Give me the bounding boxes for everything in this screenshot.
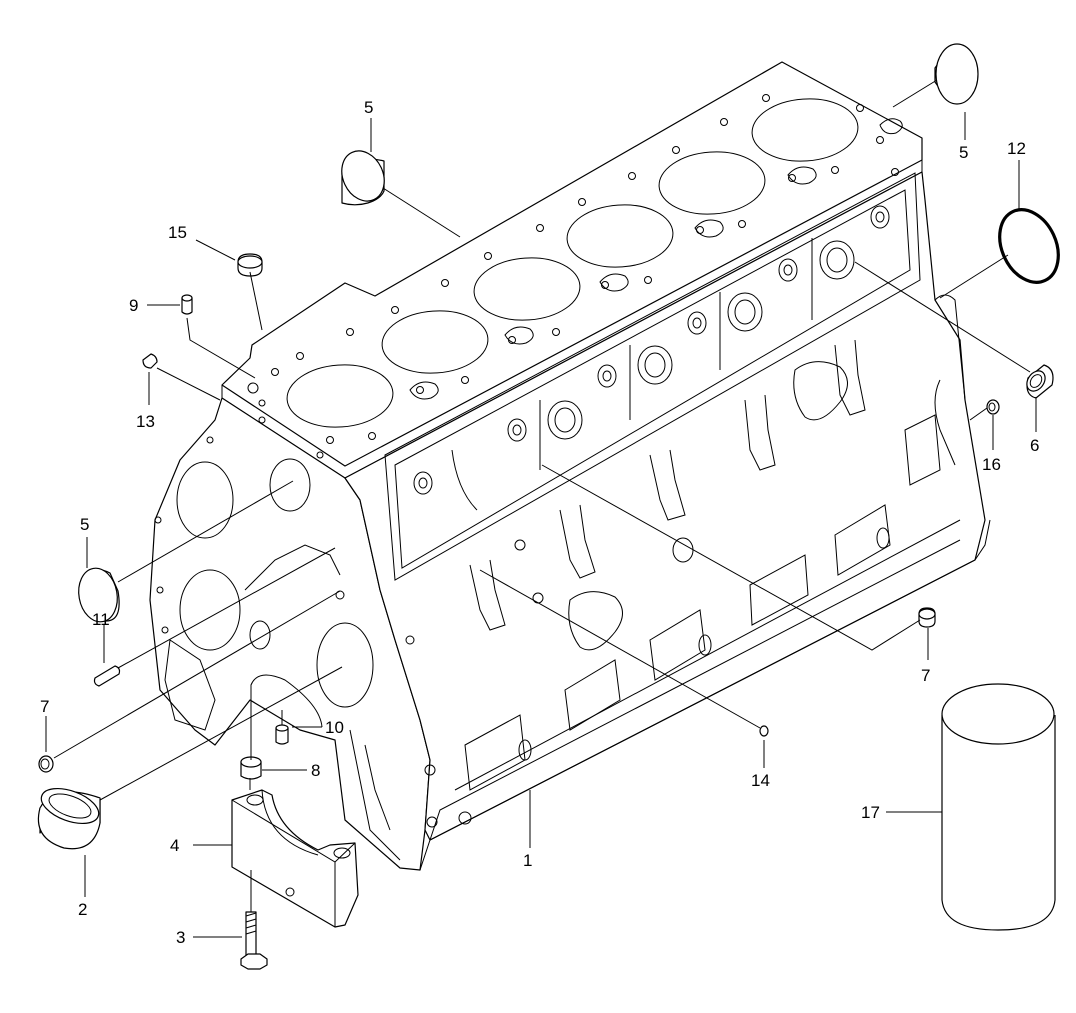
expansion-plug-5-top — [341, 150, 385, 206]
callout-4: 4 — [170, 836, 179, 855]
seal-6 — [1026, 364, 1054, 399]
leader-lines — [53, 79, 1031, 912]
callout-leaders — [45, 112, 1037, 938]
callout-1: 1 — [523, 851, 532, 870]
bearing-cap-4 — [231, 789, 359, 928]
sleeve-8 — [240, 756, 262, 780]
plug-14 — [759, 725, 769, 737]
cap-15 — [237, 253, 263, 277]
side-bosses — [413, 205, 890, 511]
o-ring-12 — [998, 208, 1060, 284]
callout-5-right: 5 — [959, 143, 968, 162]
bolt-10 — [275, 724, 289, 745]
filter-17 — [941, 683, 1056, 931]
expansion-plug-5-left — [78, 567, 120, 623]
callout-6: 6 — [1030, 436, 1039, 455]
dowel-13 — [142, 353, 158, 369]
cylinder-block — [149, 61, 991, 871]
lower-ribs — [464, 339, 941, 791]
callout-11: 11 — [92, 610, 110, 629]
cylinder-bores — [286, 98, 859, 428]
bolt-3 — [240, 911, 268, 970]
callout-3: 3 — [176, 928, 185, 947]
callout-17: 17 — [861, 803, 880, 822]
callout-16: 16 — [982, 455, 1001, 474]
callout-8: 8 — [311, 761, 320, 780]
dowel-9 — [181, 294, 193, 315]
plug-7-right — [918, 607, 936, 628]
plug-16 — [986, 399, 1000, 415]
callout-5-left: 5 — [80, 515, 89, 534]
callout-14: 14 — [751, 771, 770, 790]
callout-5-top: 5 — [364, 98, 373, 117]
callout-10: 10 — [325, 718, 344, 737]
front-face-details — [154, 382, 472, 861]
deck-holes — [271, 94, 899, 444]
plug-7-left — [38, 755, 54, 773]
expansion-plug-5-right — [934, 43, 979, 105]
callout-7-left: 7 — [40, 697, 49, 716]
bushing-2 — [37, 787, 101, 850]
callout-9: 9 — [129, 296, 138, 315]
callout-13: 13 — [136, 412, 155, 431]
coolant-passages — [409, 118, 903, 400]
callout-7-right: 7 — [921, 666, 930, 685]
pin-11 — [93, 665, 121, 687]
callout-12: 12 — [1007, 139, 1026, 158]
callout-labels: 5 5 12 15 9 13 6 16 5 11 7 7 10 8 14 17 … — [40, 98, 1039, 947]
callout-2: 2 — [78, 900, 87, 919]
callout-15: 15 — [168, 223, 187, 242]
